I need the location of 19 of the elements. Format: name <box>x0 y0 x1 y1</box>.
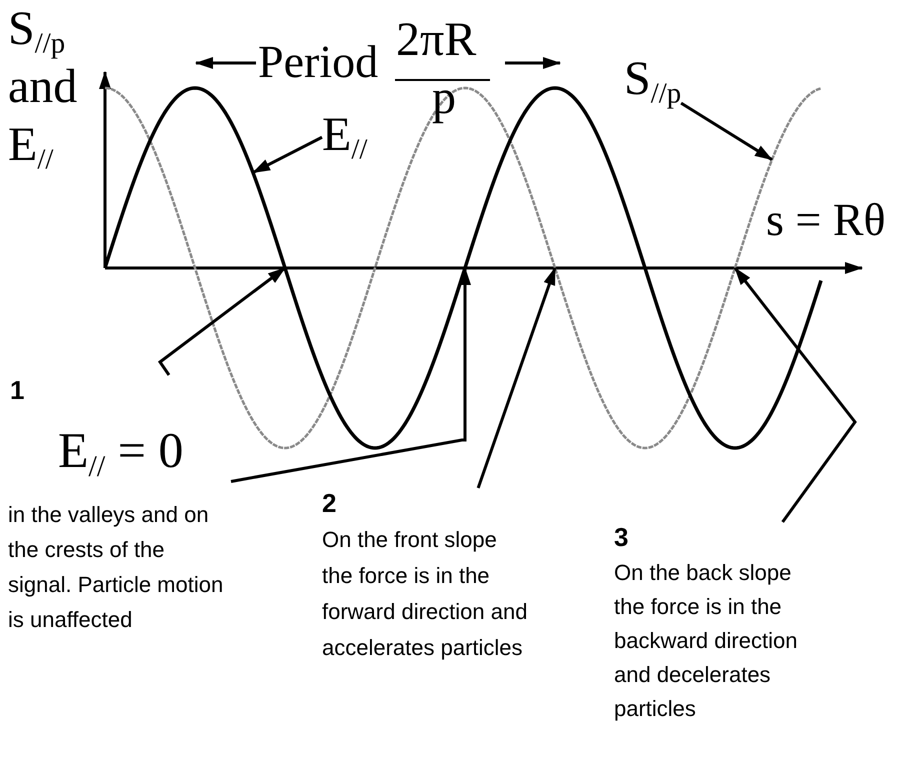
equation: E$_{//}$ = 0 <box>58 421 184 479</box>
curve-label: E$_{//}$ <box>322 108 368 162</box>
callout-number: 3 <box>614 522 630 552</box>
callout-number: 2 <box>322 488 338 518</box>
period-label: Period <box>258 36 378 88</box>
axis-label: S$_{//p}$ and E$_{//}$ <box>8 1 78 174</box>
callout-number: 1 <box>10 375 26 405</box>
leader-line <box>680 102 773 161</box>
axis-label: s = Rθ <box>766 194 886 246</box>
leader-line <box>734 267 857 523</box>
formula-denominator: p <box>432 72 456 124</box>
leader-line <box>476 267 556 488</box>
description-text: On the back slope the force is in the backward direction and decelerates particles <box>614 559 798 723</box>
leader-line <box>158 266 286 376</box>
leader-line <box>230 267 471 483</box>
description-text: On the front slope the force is in the forward direction and accelerates particles <box>322 526 528 662</box>
formula-numerator: 2πR <box>396 14 476 66</box>
leader-line <box>252 136 323 174</box>
description-text: in the valleys and on the crests of the signal. Particle motion is unaffected <box>8 501 224 634</box>
